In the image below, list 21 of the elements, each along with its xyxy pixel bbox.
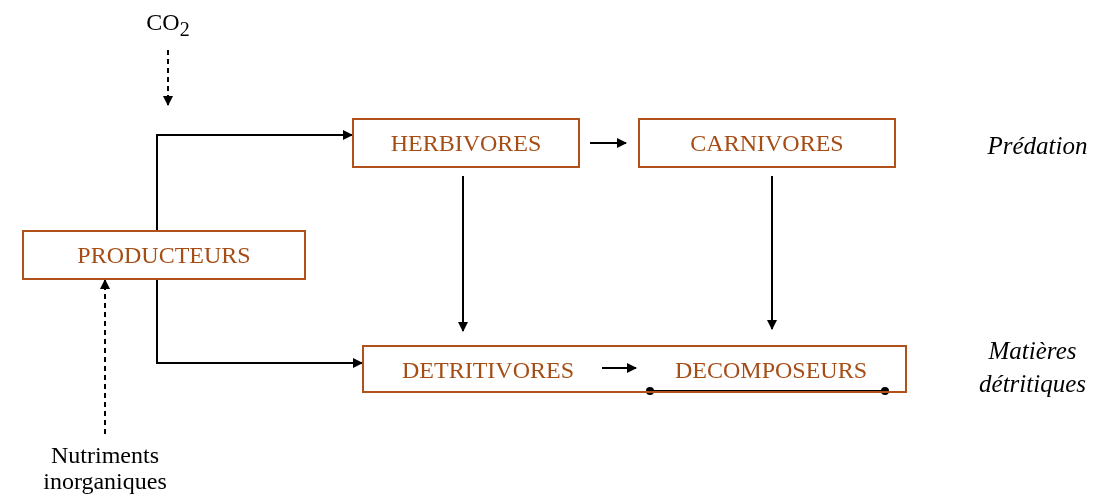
arrow [458, 175, 468, 332]
arrow [100, 279, 110, 435]
side-label: Matières détritiques [978, 336, 1087, 399]
node-label: Nutriments inorganiques [42, 441, 168, 495]
arrow [767, 175, 777, 330]
arrow [156, 279, 363, 368]
box-label: DECOMPOSEURS [674, 356, 867, 384]
process-box [22, 230, 306, 280]
arrow [163, 49, 173, 106]
box-label: HERBIVORES [390, 129, 542, 157]
box-label: DETRITIVORES [402, 356, 574, 384]
arrow [589, 138, 627, 148]
process-box [638, 118, 896, 168]
node-label: CO$_{2}$ [146, 8, 190, 40]
arrow [156, 130, 353, 231]
group-box [362, 345, 907, 393]
box-label: CARNIVORES [690, 129, 844, 157]
arrow [601, 363, 637, 373]
process-box [352, 118, 580, 168]
side-label: Prédation [986, 131, 1089, 161]
box-label: PRODUCTEURS [77, 241, 251, 269]
